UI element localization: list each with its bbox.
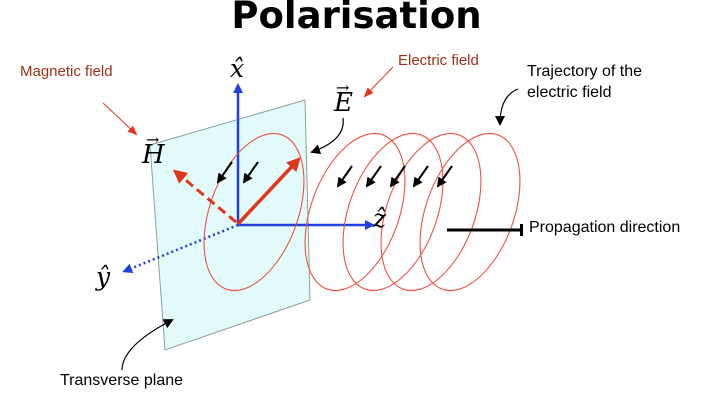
- trajectory-ellipses: [203, 132, 521, 292]
- transverse-plane-pointer: [121, 319, 174, 371]
- direction-arrow: [216, 161, 233, 184]
- direction-arrow: [365, 165, 382, 188]
- h-vector-label: → H: [142, 130, 165, 170]
- direction-arrow: [389, 165, 406, 188]
- trajectory-label: Trajectory of the electric field: [527, 63, 643, 101]
- z-axis-label: ẑ: [373, 204, 387, 233]
- e-label-pointer: [310, 117, 344, 155]
- trajectory-direction-arrows: [216, 161, 453, 188]
- trajectory-ellipse: [203, 132, 305, 292]
- x-axis-label: x̂: [230, 54, 245, 83]
- trajectory-ellipse: [419, 132, 521, 292]
- direction-arrow: [336, 165, 353, 188]
- transverse-plane: [149, 99, 311, 351]
- trajectory-pointer: [495, 88, 519, 126]
- e-vector-label: → E: [334, 78, 353, 118]
- y-axis-label: ŷ: [96, 262, 111, 291]
- magnetic-field-label: Magnetic field: [20, 63, 113, 80]
- trajectory-ellipse: [342, 132, 444, 292]
- direction-arrow: [242, 161, 259, 184]
- direction-arrow: [436, 165, 453, 188]
- electric-field-pointer: [363, 66, 394, 98]
- transverse-plane-label: Transverse plane: [60, 372, 184, 389]
- propagation-direction-label: Propagation direction: [529, 219, 681, 236]
- trajectory-ellipse: [304, 132, 406, 292]
- direction-arrow: [412, 165, 429, 188]
- trajectory-ellipse: [380, 132, 482, 292]
- magnetic-field-pointer: [102, 102, 138, 136]
- page-title: Polarisation: [231, 0, 482, 37]
- electric-field-label: Electric field: [398, 52, 479, 69]
- e-vector-arrow: [236, 157, 301, 226]
- y-axis-line: [122, 223, 239, 273]
